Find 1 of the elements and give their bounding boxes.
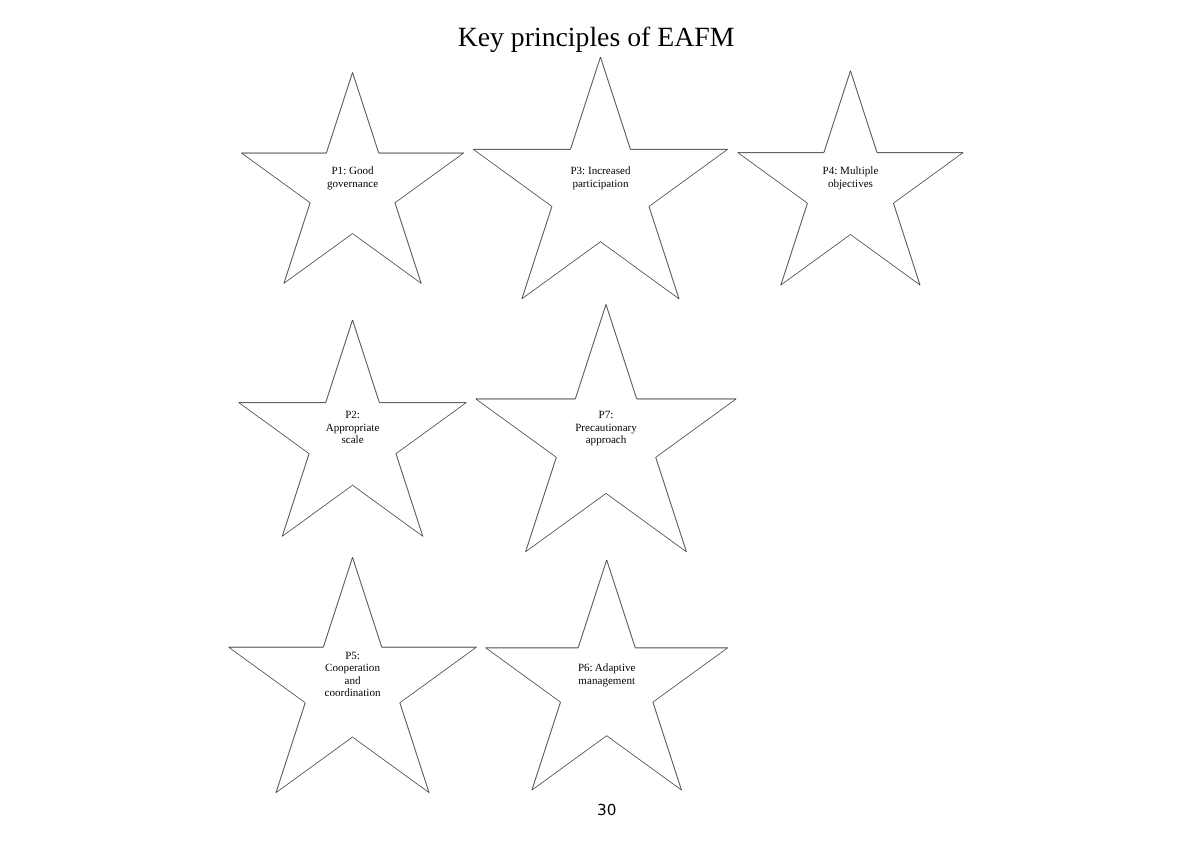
diagram-title: Key principles of EAFM <box>457 22 735 53</box>
